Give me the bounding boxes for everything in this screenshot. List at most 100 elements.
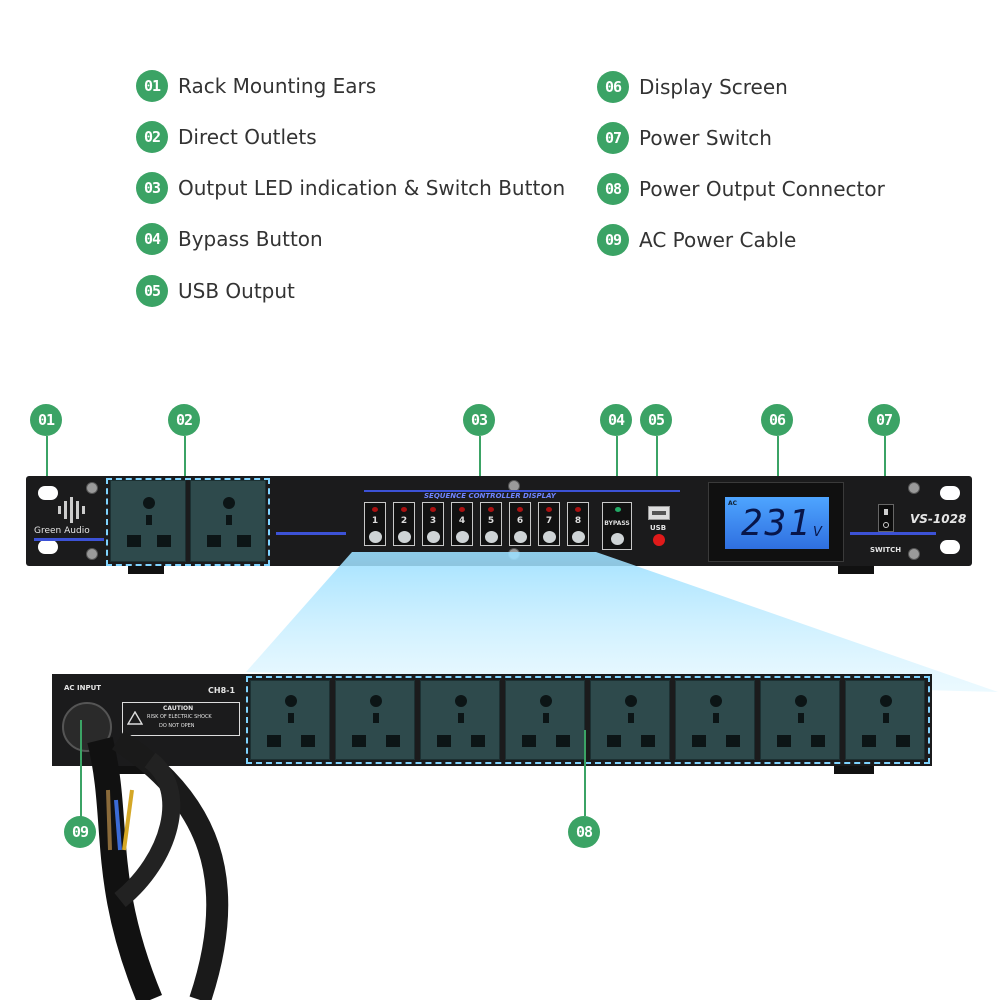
output-outlet-8[interactable] — [250, 680, 330, 760]
channel-knob — [514, 531, 527, 543]
channel-number: 3 — [429, 516, 437, 526]
rack-ear-hole-bottom-left — [38, 540, 58, 554]
output-outlet-5[interactable] — [505, 680, 585, 760]
legend-badge: 06 — [597, 71, 629, 103]
channel-knob — [543, 531, 556, 543]
screw — [86, 548, 98, 560]
rear-panel: AC INPUT CAUTION RISK OF ELECTRIC SHOCK … — [52, 674, 932, 766]
channel-button-1[interactable]: 1 — [364, 502, 386, 546]
channel-button-4[interactable]: 4 — [451, 502, 473, 546]
screw — [908, 548, 920, 560]
lcd-ac-label: AC — [728, 500, 738, 507]
rack-ear-hole-bottom-right — [940, 540, 960, 554]
callout-03: 03 — [463, 404, 495, 436]
direct-outlet-2[interactable] — [190, 480, 266, 562]
front-panel: Green Audio SEQUENCE CONTROLLER DISPLAY … — [26, 476, 972, 566]
output-outlet-2[interactable] — [760, 680, 840, 760]
legend-item-04: 04 Bypass Button — [136, 221, 323, 257]
channel-button-8[interactable]: 8 — [567, 502, 589, 546]
callout-04: 04 — [600, 404, 632, 436]
channel-number: 1 — [371, 516, 379, 526]
channel-knob — [398, 531, 411, 543]
legend-label: Power Output Connector — [639, 177, 885, 201]
callout-01: 01 — [30, 404, 62, 436]
foot — [128, 566, 164, 574]
channel-button-2[interactable]: 2 — [393, 502, 415, 546]
legend-badge: 04 — [136, 223, 168, 255]
channel-knob — [485, 531, 498, 543]
legend-badge: 08 — [597, 173, 629, 205]
channel-led — [430, 507, 436, 512]
display-screen: AC 231 V — [725, 497, 829, 549]
channel-led — [459, 507, 465, 512]
channel-led — [575, 507, 581, 512]
power-switch[interactable] — [878, 504, 894, 532]
callout-07: 07 — [868, 404, 900, 436]
model-label: VS-1028 — [910, 512, 967, 526]
channel-knob — [572, 531, 585, 543]
accent-line — [364, 490, 664, 492]
channel-knob — [456, 531, 469, 543]
legend-item-08: 08 Power Output Connector — [597, 171, 885, 207]
direct-outlet-1[interactable] — [110, 480, 186, 562]
channel-led — [517, 507, 523, 512]
rack-ear-hole-top-left — [38, 486, 58, 500]
legend-label: Bypass Button — [178, 227, 323, 251]
channel-knob — [369, 531, 382, 543]
output-outlet-4[interactable] — [590, 680, 670, 760]
brand-logo-icon — [58, 497, 85, 523]
legend-item-06: 06 Display Screen — [597, 69, 788, 105]
callout-06: 06 — [761, 404, 793, 436]
foot — [834, 766, 874, 774]
power-output-highlight — [246, 676, 930, 764]
accent-line — [34, 538, 104, 541]
channel-number: 6 — [516, 516, 524, 526]
channel-button-7[interactable]: 7 — [538, 502, 560, 546]
output-outlet-1[interactable] — [845, 680, 925, 760]
legend-badge: 03 — [136, 172, 168, 204]
channel-led — [546, 507, 552, 512]
sequence-display-label: SEQUENCE CONTROLLER DISPLAY — [424, 492, 556, 500]
callout-02: 02 — [168, 404, 200, 436]
legend-label: Direct Outlets — [178, 125, 317, 149]
lcd-value: 231 — [741, 503, 813, 544]
channel-button-3[interactable]: 3 — [422, 502, 444, 546]
legend-badge: 01 — [136, 70, 168, 102]
channel-range-label: CH8-1 — [208, 686, 236, 695]
legend-label: Display Screen — [639, 75, 788, 99]
legend-label: Power Switch — [639, 126, 772, 150]
channel-number: 8 — [574, 516, 582, 526]
accent-line — [850, 532, 936, 535]
channel-button-5[interactable]: 5 — [480, 502, 502, 546]
warning-icon — [127, 711, 143, 725]
channel-number: 5 — [487, 516, 495, 526]
accent-line — [276, 532, 346, 535]
foot — [838, 566, 874, 574]
legend-badge: 07 — [597, 122, 629, 154]
legend-label: AC Power Cable — [639, 228, 797, 252]
output-outlet-6[interactable] — [420, 680, 500, 760]
bypass-button[interactable]: BYPASS — [602, 502, 632, 550]
usb-label: USB — [650, 524, 667, 532]
output-outlet-3[interactable] — [675, 680, 755, 760]
output-outlet-7[interactable] — [335, 680, 415, 760]
screw — [908, 482, 920, 494]
legend-item-07: 07 Power Switch — [597, 120, 772, 156]
switch-label: SWITCH — [870, 546, 902, 554]
usb-indicator — [653, 534, 665, 546]
channel-button-6[interactable]: 6 — [509, 502, 531, 546]
channel-number: 2 — [400, 516, 408, 526]
usb-port[interactable] — [648, 506, 670, 520]
channel-led — [401, 507, 407, 512]
channel-number: 7 — [545, 516, 553, 526]
foot — [108, 766, 148, 774]
legend-label: USB Output — [178, 279, 295, 303]
callout-08: 08 — [568, 816, 600, 848]
